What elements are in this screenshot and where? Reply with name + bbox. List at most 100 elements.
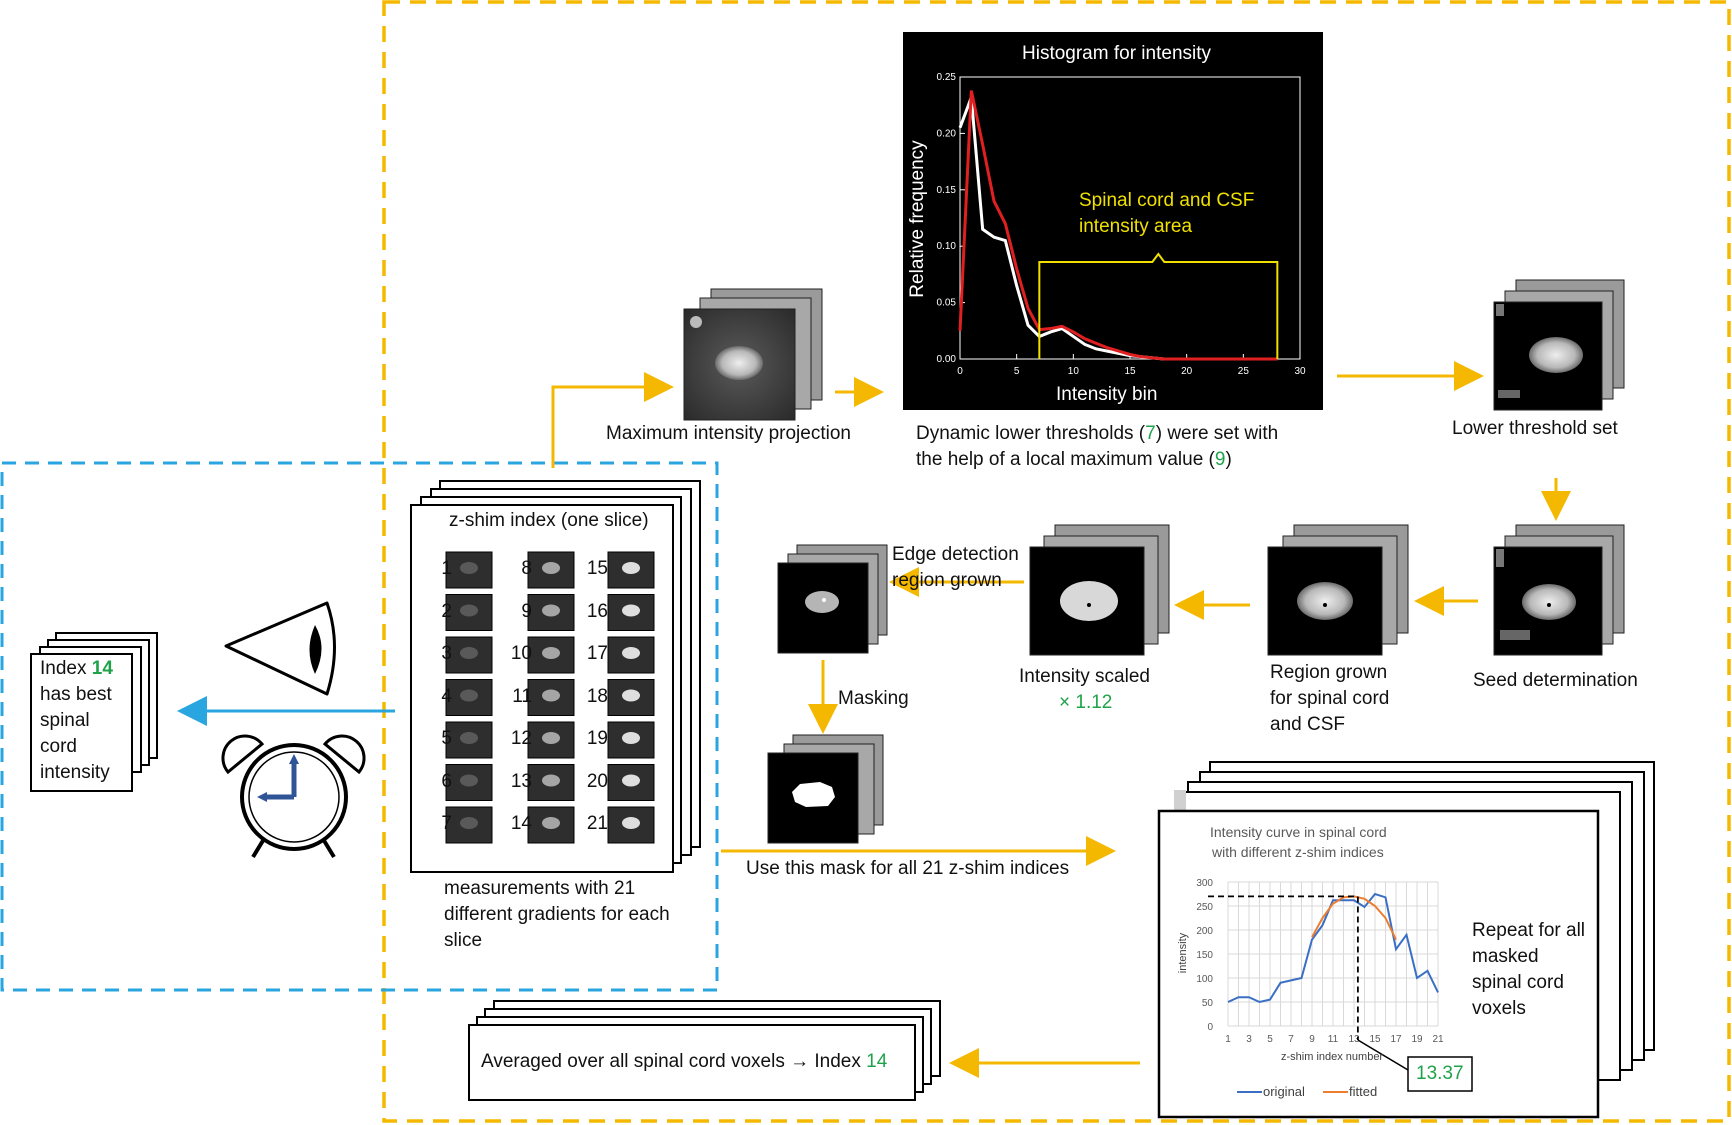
region-grown-label-2: for spinal cord xyxy=(1270,688,1390,709)
legend-original: original xyxy=(1263,1084,1305,1099)
zshim-index-label: 8 xyxy=(521,558,532,579)
curve-xtick-label: 15 xyxy=(1369,1034,1381,1045)
curve-xtick-label: 9 xyxy=(1309,1034,1315,1045)
hist-xtick-label: 10 xyxy=(1068,366,1080,377)
curve-xlabel: z-shim index number xyxy=(1281,1051,1384,1063)
hist-ytick-label: 0.05 xyxy=(937,298,957,309)
alarm-clock-icon xyxy=(221,734,366,859)
zshim-index-label: 6 xyxy=(441,770,452,792)
curve-ytick-label: 50 xyxy=(1202,998,1214,1009)
zshim-sheet-stack xyxy=(410,480,701,873)
zshim-cord-spot xyxy=(460,647,478,659)
zshim-index-label: 16 xyxy=(586,600,608,622)
edge-label-2: region grown xyxy=(892,570,1002,591)
zshim-index-label: 1 xyxy=(441,558,452,579)
mip-image-stack xyxy=(683,288,823,421)
curve-ytick-label: 300 xyxy=(1196,878,1213,889)
hist-annotation-2: intensity area xyxy=(1079,216,1193,237)
repeat-label-4: voxels xyxy=(1472,998,1526,1019)
thresholds-text-2: the help of a local maximum value ( xyxy=(916,449,1215,470)
thresholds-line-2: the help of a local maximum value (9) xyxy=(916,447,1232,473)
curve-xtick-label: 5 xyxy=(1267,1034,1273,1045)
index-line-5: intensity xyxy=(40,762,110,783)
zshim-cord-spot xyxy=(542,604,560,617)
index-line-1: Index 14 xyxy=(40,656,113,682)
seed-stack xyxy=(1493,524,1625,656)
curve-title: Intensity curve in spinal cord xyxy=(1210,824,1387,840)
seed-label: Seed determination xyxy=(1473,670,1638,691)
curve-xtick-label: 21 xyxy=(1432,1034,1444,1045)
curve-ytick-label: 100 xyxy=(1196,974,1213,985)
averaged-sheet-stack xyxy=(468,1000,941,1101)
arrow-stack-to-mip xyxy=(551,372,674,468)
curve-peak-guide xyxy=(1208,895,1359,1040)
zshim-cord-spot xyxy=(460,732,478,744)
zshim-cord-spot xyxy=(542,562,560,574)
lower-threshold-label: Lower threshold set xyxy=(1452,418,1618,439)
zshim-index-label: 11 xyxy=(512,685,532,707)
curve-ytick-label: 250 xyxy=(1196,902,1213,913)
curve-xtick-label: 19 xyxy=(1411,1034,1423,1045)
hist-ytick-label: 0.00 xyxy=(937,354,957,365)
averaged-text: Averaged over all spinal cord voxels → I… xyxy=(481,1051,867,1072)
zshim-index-label: 3 xyxy=(441,643,452,664)
measurements-label-3: slice xyxy=(444,930,483,951)
hist-xtick-label: 15 xyxy=(1124,366,1136,377)
curve-xtick-label: 17 xyxy=(1390,1034,1402,1045)
scale-factor: × 1.12 xyxy=(1059,692,1113,713)
hist-bracket xyxy=(1038,252,1279,359)
repeat-label-2: masked xyxy=(1472,946,1539,967)
curve-subtitle: with different z-shim indices xyxy=(1212,844,1384,860)
hist-ytick-label: 0.15 xyxy=(937,185,957,196)
zshim-cord-spot xyxy=(542,647,560,659)
peak-value: 13.37 xyxy=(1416,1063,1464,1084)
eye-icon xyxy=(224,601,336,696)
zshim-index-label: 15 xyxy=(586,558,608,579)
zshim-cord-spot xyxy=(460,774,478,787)
peak-value-box xyxy=(1407,1056,1473,1092)
zshim-index-label: 21 xyxy=(586,813,608,834)
hist-ytick-label: 0.20 xyxy=(937,128,957,139)
zshim-title: z-shim index (one slice) xyxy=(449,510,649,531)
hist-xtick-label: 30 xyxy=(1294,366,1306,377)
measurements-label-2: different gradients for each xyxy=(444,904,670,925)
curve-ytick-label: 150 xyxy=(1196,950,1213,961)
zshim-cord-spot xyxy=(460,562,478,574)
region-grown-label-3: and CSF xyxy=(1270,714,1345,735)
zshim-cord-spot xyxy=(542,817,560,829)
hist-title: Histogram for intensity xyxy=(1022,43,1212,64)
hist-xtick-label: 5 xyxy=(1014,366,1020,377)
zshim-index-label: 2 xyxy=(441,600,452,622)
thresholds-text-2b: ) xyxy=(1225,449,1232,470)
region-grown-stack xyxy=(1267,524,1409,656)
hist-ytick-label: 0.10 xyxy=(937,241,957,252)
threshold-value: 7 xyxy=(1145,423,1156,444)
curve-xtick-label: 3 xyxy=(1246,1034,1252,1045)
index-text: Index xyxy=(40,658,92,679)
local-max-value: 9 xyxy=(1214,449,1226,470)
zshim-index-label: 5 xyxy=(441,728,452,749)
zshim-index-label: 13 xyxy=(510,770,532,792)
best-index-value: 14 xyxy=(91,658,113,679)
measurements-label-1: measurements with 21 xyxy=(444,878,636,899)
index-line-2: has best xyxy=(40,684,112,705)
zshim-index-label: 20 xyxy=(586,770,608,792)
curve-xtick-label: 7 xyxy=(1288,1034,1294,1045)
index-line-3: spinal xyxy=(40,710,90,731)
zshim-cord-spot xyxy=(542,689,560,702)
lower-threshold-stack xyxy=(1493,279,1625,411)
zshim-cord-spot xyxy=(460,604,478,617)
curve-ytick-label: 200 xyxy=(1196,926,1213,937)
masking-label: Masking xyxy=(838,688,909,709)
hist-xlabel: Intensity bin xyxy=(1056,384,1158,405)
zshim-cord-spot xyxy=(460,689,478,702)
zshim-index-label: 14 xyxy=(510,813,532,834)
zshim-index-label: 7 xyxy=(441,813,452,834)
zshim-cord-spot xyxy=(622,647,640,659)
averaged-index-value: 14 xyxy=(866,1051,888,1072)
pipeline-region-box xyxy=(382,0,1731,1123)
averaged-label: Averaged over all spinal cord voxels → I… xyxy=(481,1049,887,1075)
